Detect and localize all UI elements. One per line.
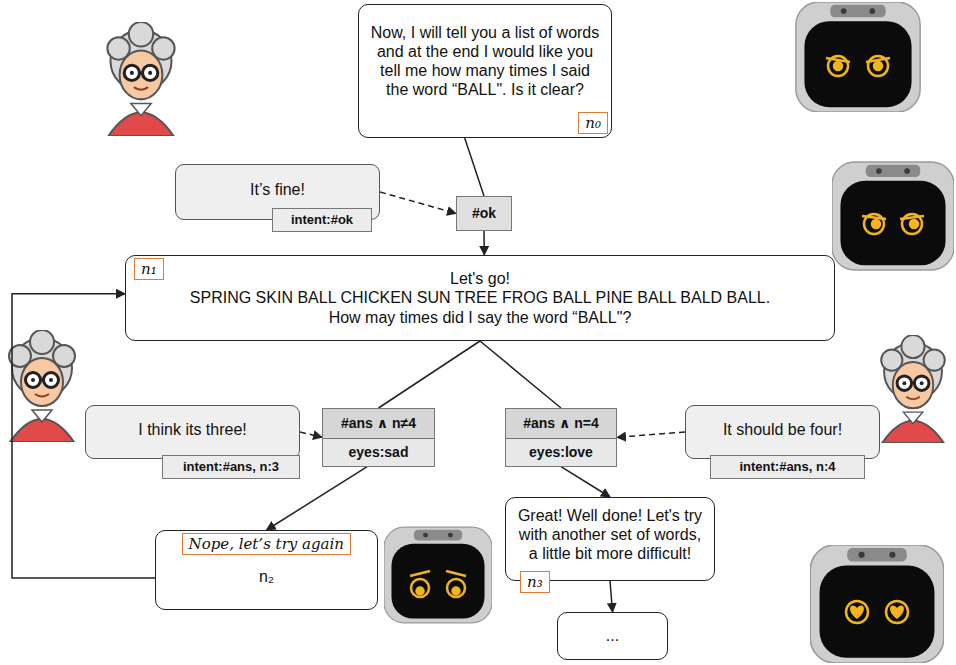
robot-face [384, 527, 492, 623]
robot-eyes [862, 214, 924, 234]
grandma-icon [107, 22, 174, 136]
intent-tag: intent:#ok [272, 208, 372, 232]
box-text: n₂ [166, 567, 367, 586]
grandma-icon [9, 330, 75, 442]
box-text: intent:#ans, n:3 [169, 459, 293, 475]
box-text: SPRING SKIN BALL CHICKEN SUN TREE FROG B… [136, 288, 824, 307]
node-id-callout: n₀ [578, 112, 608, 134]
box-text: It should be four! [696, 420, 869, 439]
robot-face [810, 545, 943, 663]
robot-utterance-box: Now, I will tell you a list of words and… [358, 4, 612, 138]
intent-tag: intent:#ans, n:3 [162, 455, 300, 479]
box-text: #ans ∧ n≠4 [323, 409, 434, 439]
intent-match-arrow [300, 432, 322, 437]
flow-connector [480, 341, 561, 408]
flow-connector [483, 231, 485, 255]
flow-connector [610, 581, 613, 612]
grandma-icon [9, 330, 75, 442]
user-utterance-box: I think its three! [85, 405, 300, 459]
robot-face [796, 2, 920, 112]
robot-face [384, 527, 492, 623]
box-text: How may times did I say the word “BALL"? [136, 308, 824, 327]
box-text: Now, I will tell you a list of words and… [369, 23, 601, 100]
box-text: Let's go! [136, 269, 824, 288]
node-id-callout: n₃ [520, 571, 550, 593]
box-text: I think its three! [96, 420, 289, 439]
intent-tag: intent:#ans, n:4 [710, 455, 865, 479]
robot-face [832, 162, 954, 270]
grandma-icon [881, 335, 945, 443]
flow-connector [465, 138, 484, 196]
robot-face [796, 2, 920, 112]
box-text: #ans ∧ n=4 [506, 409, 616, 439]
action-text: eyes:love [506, 439, 616, 466]
robot-face [832, 162, 954, 270]
user-utterance-box: It should be four! [685, 405, 880, 459]
robot-utterance-box: Nope, let’s try again n₂ [155, 530, 378, 610]
box-text: intent:#ok [279, 212, 365, 228]
robot-eyes [826, 56, 890, 76]
condition-box: #ok [456, 196, 512, 231]
box-text: ... [568, 626, 657, 645]
box-text: Great! Well done! Let's try with another… [516, 506, 704, 564]
box-text: #ok [457, 197, 511, 230]
condition-box: #ans ∧ n=4eyes:love [505, 408, 617, 467]
intent-match-arrow [617, 432, 685, 437]
grandma-icon [881, 335, 945, 443]
condition-box: #ans ∧ n≠4eyes:sad [322, 408, 435, 467]
robot-eyes-love [846, 601, 908, 623]
node-id-callout: Nope, let’s try again [182, 533, 352, 555]
flow-connector [379, 341, 481, 408]
node-id-callout: n₁ [134, 258, 164, 280]
box-text: intent:#ans, n:4 [717, 459, 858, 475]
robot-utterance-box: Great! Well done! Let's try with another… [505, 497, 715, 581]
grandma-icon [107, 22, 174, 136]
robot-eyes-sad [410, 571, 466, 597]
flow-connector [561, 467, 610, 497]
intent-match-arrow [380, 192, 456, 213]
box-text: It’s fine! [186, 180, 369, 199]
action-text: eyes:sad [323, 439, 434, 466]
robot-utterance-box: n₁Let's go!SPRING SKIN BALL CHICKEN SUN … [125, 255, 835, 341]
robot-utterance-box: ... [557, 612, 668, 660]
robot-face [810, 545, 943, 663]
